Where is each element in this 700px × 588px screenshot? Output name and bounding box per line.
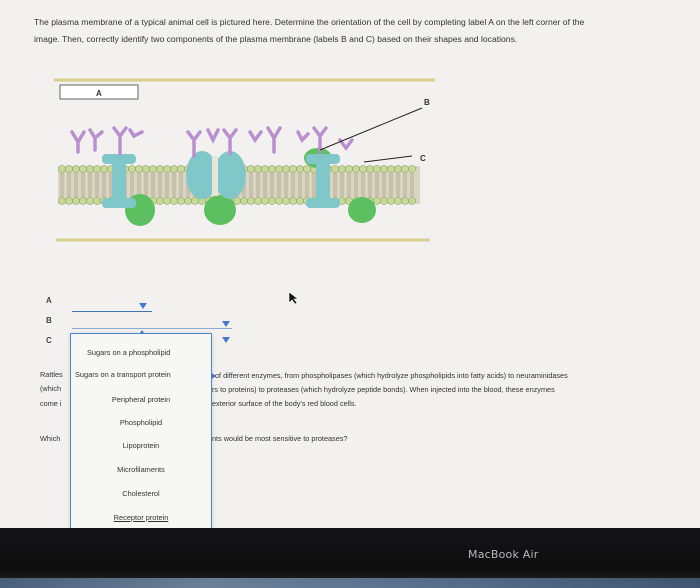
label-c-text: C [420, 154, 426, 163]
glycocalyx-sugars [70, 126, 354, 158]
answer-row-b-label: B [46, 316, 52, 325]
option-phospholipid[interactable]: Phospholipid [119, 418, 163, 427]
keyboard-edge [0, 578, 700, 588]
option-receptor-protein[interactable]: Receptor protein [113, 513, 169, 522]
option-microfilaments[interactable]: Microfilaments [117, 465, 165, 474]
screen: The plasma membrane of a typical animal … [0, 0, 700, 528]
integral-proteins [102, 151, 340, 208]
passage-fragment-3b: exterior surface of the body's red blood… [212, 399, 357, 408]
question-line-1: The plasma membrane of a typical animal … [34, 17, 585, 27]
dropdown-a-chevron-icon[interactable] [139, 303, 147, 309]
mouse-cursor-icon [288, 291, 299, 305]
pointer-c-line [363, 155, 413, 163]
label-b-text: B [424, 98, 430, 107]
answer-row-c-label: C [46, 336, 52, 345]
question-prompt: The plasma membrane of a typical animal … [34, 14, 684, 48]
option-sugars-transport-protein[interactable]: Sugars on a transport protein [75, 370, 211, 379]
device-brand: MacBook Air [468, 548, 539, 561]
option-lipoprotein[interactable]: Lipoprotein [122, 441, 160, 450]
passage-fragment-2a: (which [40, 384, 62, 393]
passage-marker-icon [210, 372, 216, 380]
answer-b-dropdown[interactable] [72, 314, 232, 329]
question-fragment-a: Which [40, 434, 61, 443]
dropdown-b-chevron-icon[interactable] [222, 321, 230, 327]
passage-fragment-1a: Rattles [40, 370, 63, 379]
dropdown-options-menu[interactable]: Sugars on a phospholipid Sugars on a tra… [70, 333, 212, 528]
label-a-box[interactable] [59, 84, 139, 100]
label-a-text: A [96, 89, 102, 98]
passage-fragment-3a: come i [40, 399, 62, 408]
option-cholesterol[interactable]: Cholesterol [122, 489, 160, 498]
passage-fragment-2b: rs to proteins) to proteases (which hydr… [212, 385, 555, 394]
dropdown-c-chevron-icon[interactable] [222, 337, 230, 343]
option-peripheral-protein[interactable]: Peripheral protein [111, 395, 171, 404]
plasma-membrane-diagram: A B C [54, 78, 435, 242]
pointer-b-line [319, 107, 423, 151]
question-line-2: image. Then, correctly identify two comp… [34, 34, 518, 44]
answer-row-a-label: A [46, 296, 52, 305]
answer-a-dropdown[interactable] [72, 297, 152, 312]
question-fragment-b: nts would be most sensitive to proteases… [212, 434, 348, 443]
passage-fragment-1b: of different enzymes, from phospholipase… [215, 371, 568, 380]
option-sugars-phospholipid[interactable]: Sugars on a phospholipid [87, 348, 171, 357]
